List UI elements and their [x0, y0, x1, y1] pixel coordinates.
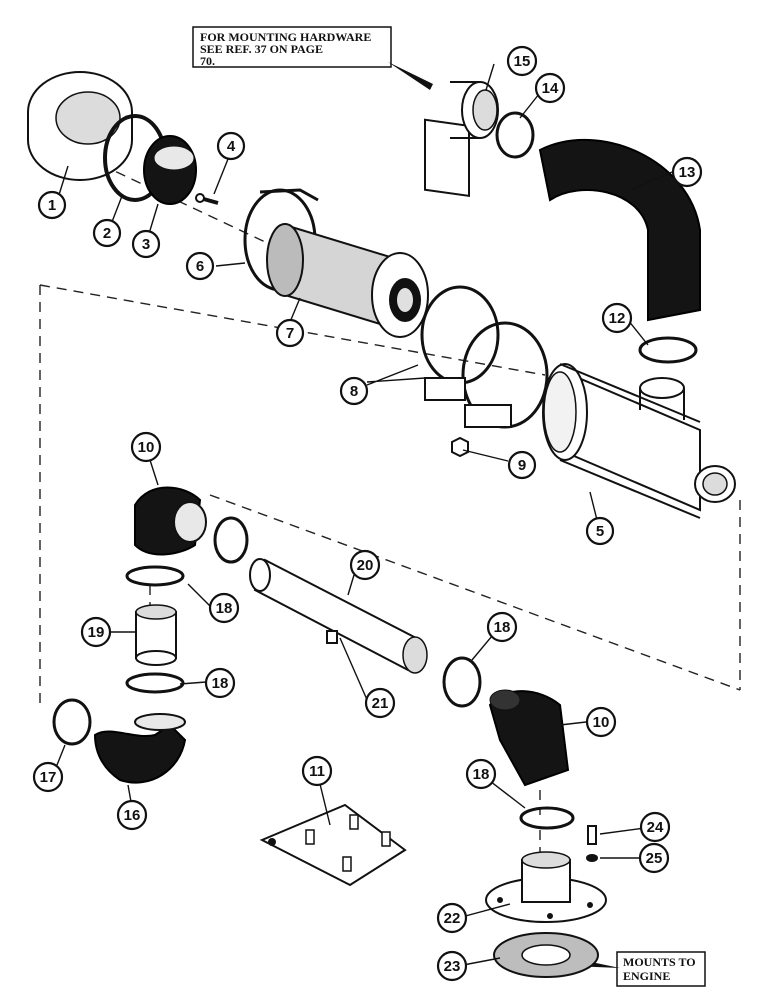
- callout-23-label: 23: [444, 958, 461, 975]
- part-20-pipe: [249, 558, 428, 674]
- part-14-clamp: [495, 111, 535, 159]
- note-line-1: FOR MOUNTING HARDWARE: [200, 30, 371, 44]
- part-18-clamp-a: [213, 516, 249, 564]
- callout-6: 6: [185, 251, 215, 281]
- callout-10-upper: 10: [130, 431, 162, 463]
- callout-24-label: 24: [647, 819, 664, 836]
- callout-15-label: 15: [514, 53, 531, 70]
- part-13-elbow-hose: [538, 139, 701, 322]
- part-22-flange: [485, 851, 607, 923]
- part-4-screw: [195, 193, 219, 205]
- callout-17: 17: [32, 761, 64, 793]
- callout-8-label: 8: [350, 383, 358, 400]
- callout-12-label: 12: [609, 310, 626, 327]
- part-18-clamp-c: [125, 672, 185, 694]
- callout-9-label: 9: [518, 457, 526, 474]
- part-10-lower-elbow: [488, 689, 570, 787]
- engine-note-line-1: MOUNTS TO: [623, 955, 696, 969]
- part-11-plate: [259, 803, 407, 887]
- callout-24: 24: [639, 811, 671, 843]
- callout-18-d: 18: [465, 758, 497, 790]
- callout-13-label: 13: [679, 164, 696, 181]
- part-5-air-cleaner-body: [542, 363, 736, 519]
- part-3-collar: [143, 135, 197, 205]
- part-15-inlet: [424, 81, 499, 198]
- callout-21: 21: [364, 687, 396, 719]
- callout-19: 19: [80, 616, 112, 648]
- callout-20: 20: [349, 549, 381, 581]
- callout-5: 5: [585, 516, 615, 546]
- callout-22-label: 22: [444, 910, 461, 927]
- part-17-clamp: [52, 698, 92, 746]
- part-10-upper-elbow: [134, 486, 207, 556]
- callout-11-label: 11: [309, 763, 325, 780]
- callout-22: 22: [436, 902, 468, 934]
- part-19-tube: [135, 604, 177, 666]
- mounting-hardware-note: FOR MOUNTING HARDWARE SEE REF. 37 ON PAG…: [192, 26, 433, 90]
- part-23-gasket: [493, 932, 599, 978]
- callout-25-label: 25: [646, 850, 663, 867]
- note-line-3: 70.: [200, 54, 215, 68]
- callout-9: 9: [507, 450, 537, 480]
- mounts-to-engine-note: MOUNTS TO ENGINE: [572, 951, 706, 987]
- part-9-nut: [451, 436, 469, 458]
- callout-7: 7: [275, 318, 305, 348]
- callout-18-b: 18: [204, 667, 236, 699]
- callout-10-lower-label: 10: [593, 714, 610, 731]
- callout-21-label: 21: [372, 695, 389, 712]
- callout-4: 4: [216, 131, 246, 161]
- callout-6-label: 6: [196, 258, 204, 275]
- callout-7-label: 7: [286, 325, 294, 342]
- callout-18-b-label: 18: [212, 675, 229, 692]
- callout-10-upper-label: 10: [138, 439, 155, 456]
- callout-20-label: 20: [357, 557, 374, 574]
- part-12-clamp: [638, 336, 698, 364]
- engine-note-line-2: ENGINE: [623, 969, 670, 983]
- callout-17-label: 17: [40, 769, 57, 786]
- callout-2: 2: [92, 218, 122, 248]
- part-25-washer: [586, 854, 598, 862]
- callout-25: 25: [638, 842, 670, 874]
- callout-18-c-label: 18: [494, 619, 511, 636]
- callout-10-lower: 10: [585, 706, 617, 738]
- callout-12: 12: [601, 302, 633, 334]
- callout-15: 15: [506, 45, 538, 77]
- note-line-2: SEE REF. 37 ON PAGE: [200, 42, 323, 56]
- callout-18-a-label: 18: [216, 600, 233, 617]
- callout-5-label: 5: [596, 523, 604, 540]
- callout-14-label: 14: [542, 80, 559, 97]
- callout-16: 16: [116, 799, 148, 831]
- callout-18-d-label: 18: [473, 766, 490, 783]
- callout-3-label: 3: [142, 236, 150, 253]
- callout-23: 23: [436, 950, 468, 982]
- part-18-clamp-e: [519, 806, 575, 830]
- callout-16-label: 16: [124, 807, 141, 824]
- callout-2-label: 2: [103, 225, 111, 242]
- part-7-filter: [266, 223, 429, 338]
- callout-8: 8: [339, 376, 369, 406]
- callout-4-label: 4: [227, 138, 236, 155]
- part-16-lower-elbow: [93, 713, 187, 784]
- callout-19-label: 19: [88, 624, 105, 641]
- callout-1-label: 1: [48, 197, 56, 214]
- callout-14: 14: [534, 72, 566, 104]
- callout-13: 13: [671, 156, 703, 188]
- callout-18-c: 18: [486, 611, 518, 643]
- part-18-clamp-d: [442, 656, 482, 708]
- part-21-plug: [326, 630, 338, 644]
- callout-11: 11: [301, 755, 333, 787]
- part-18-clamp-b: [125, 565, 185, 587]
- part-8-bands: [420, 285, 549, 429]
- callout-18-a: 18: [208, 592, 240, 624]
- callout-3: 3: [131, 229, 161, 259]
- callout-1: 1: [37, 190, 67, 220]
- part-24-bolt: [587, 825, 597, 845]
